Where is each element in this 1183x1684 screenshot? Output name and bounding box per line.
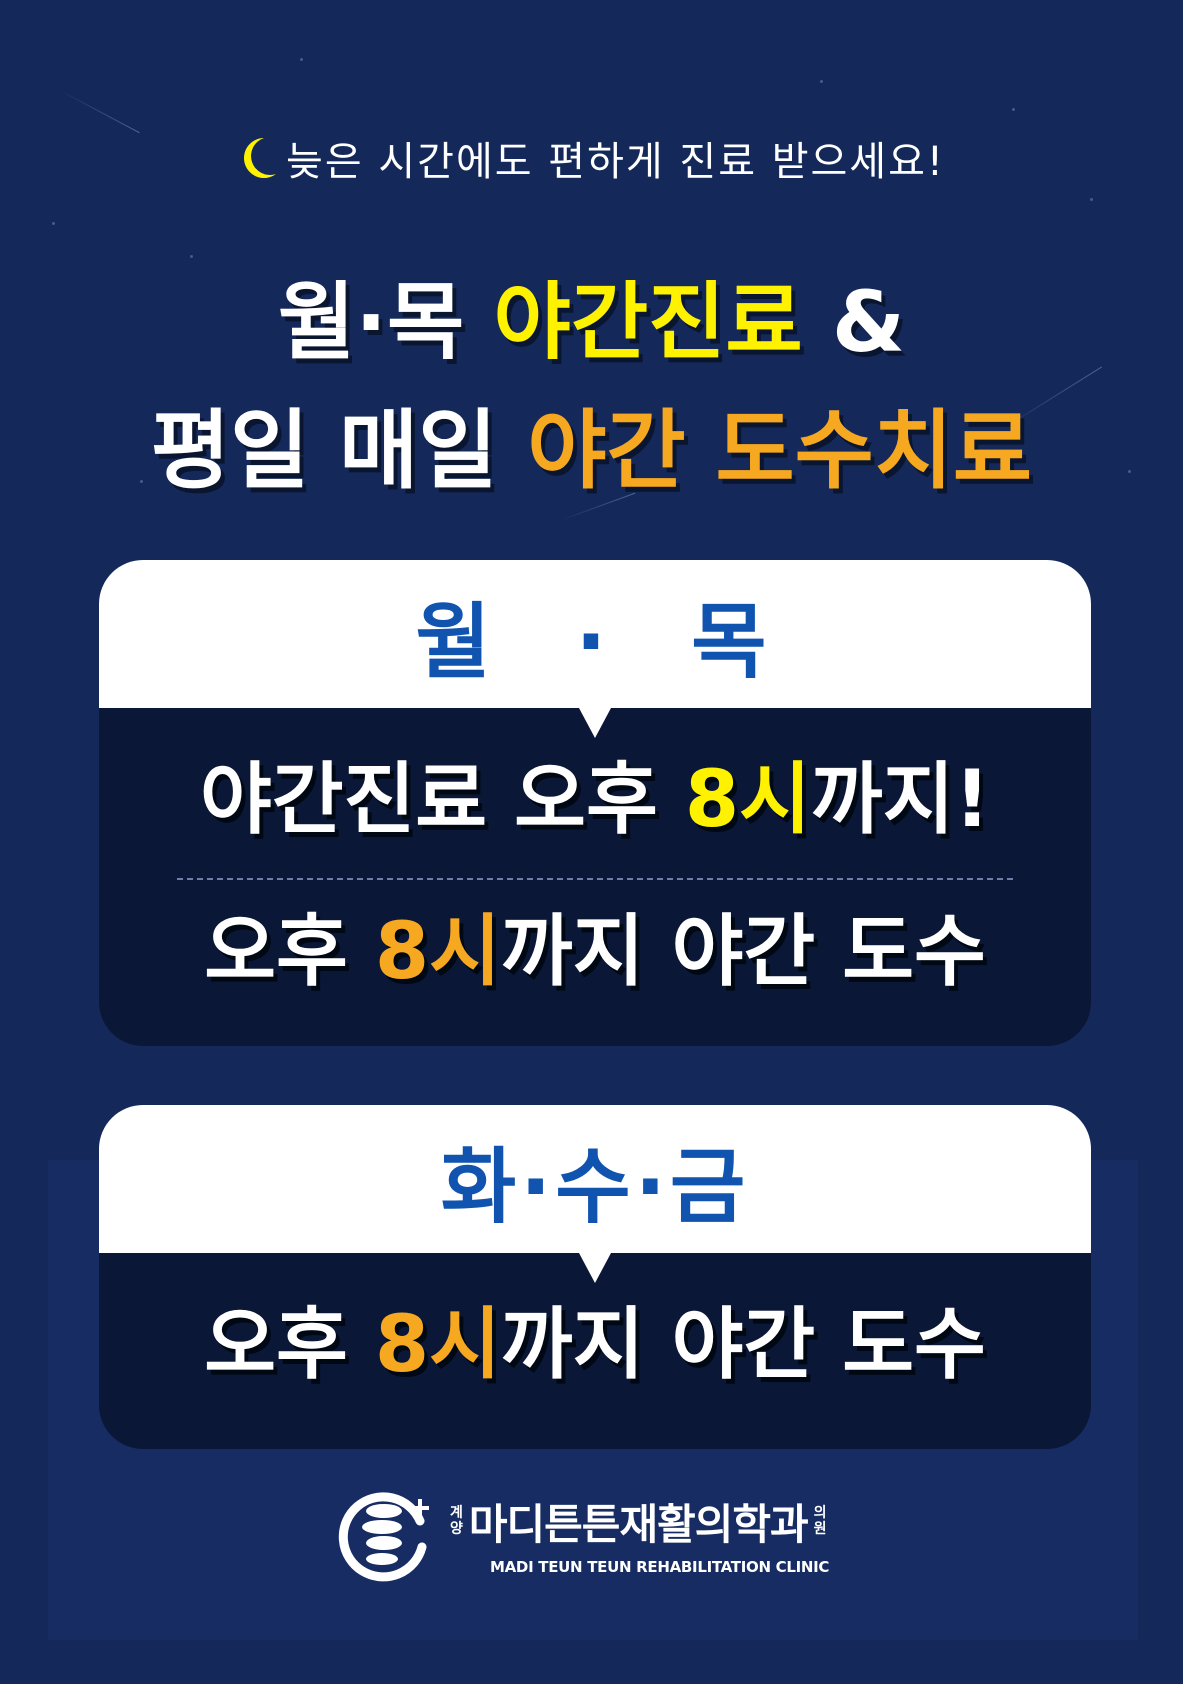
row-time: 8시 — [374, 1300, 501, 1390]
headline-line-1: 월·목 야간진료 & — [0, 255, 1183, 376]
manual-therapy-hours: 오후 8시까지 야간 도수 — [99, 1253, 1091, 1395]
row-text: 오후 — [204, 907, 375, 997]
logo-text: 계 양 마디튼튼재활의학과 의 원 MADI TEUN TEUN REHABIL… — [450, 1491, 829, 1576]
divider — [177, 878, 1013, 880]
logo-name-row: 계 양 마디튼튼재활의학과 의 원 — [450, 1491, 829, 1552]
clinic-name: 마디튼튼재활의학과 — [468, 1499, 809, 1549]
row-time: 8시 — [684, 755, 811, 845]
logo-prefix-top: 계 — [450, 1505, 463, 1521]
row-text-end: 까지 야간 도수 — [500, 1300, 986, 1390]
row-text: 오후 — [204, 1300, 375, 1390]
star — [1012, 108, 1015, 111]
speech-pointer — [579, 1253, 611, 1283]
star — [1128, 470, 1131, 473]
row-text-end: 까지! — [810, 755, 990, 845]
headline-night-manual-therapy: 야간 도수치료 — [527, 401, 1033, 501]
clinic-logo: 계 양 마디튼튼재활의학과 의 원 MADI TEUN TEUN REHABIL… — [332, 1478, 829, 1588]
star — [190, 255, 193, 258]
spine-logo-icon — [338, 1492, 429, 1582]
row-text: 야간진료 오후 — [199, 755, 685, 845]
shooting-star — [59, 90, 140, 134]
logo-prefix-bottom: 양 — [450, 1521, 463, 1537]
card-header: 화·수·금 — [99, 1105, 1091, 1253]
star — [140, 480, 143, 483]
headline-days: 월·목 — [277, 273, 494, 371]
subtitle-text: 늦은 시간에도 편하게 진료 받으세요! — [286, 139, 945, 185]
crescent-moon-icon — [244, 138, 277, 178]
card-body: 오후 8시까지 야간 도수 — [99, 1253, 1091, 1449]
card-days: 화·수·금 — [440, 1139, 750, 1235]
row-time: 8시 — [374, 907, 501, 997]
star — [1090, 198, 1093, 201]
logo-prefix: 계 양 — [450, 1505, 463, 1537]
card-body: 야간진료 오후 8시까지! 오후 8시까지 야간 도수 — [99, 708, 1091, 1046]
schedule-card-mon-thu: 월 · 목 야간진료 오후 8시까지! 오후 8시까지 야간 도수 — [99, 560, 1091, 1046]
card-days: 월 · 목 — [415, 594, 775, 690]
subtitle: 늦은 시간에도 편하게 진료 받으세요! — [0, 128, 1183, 188]
manual-therapy-hours: 오후 8시까지 야간 도수 — [99, 880, 1091, 1002]
headline-night-clinic: 야간진료 — [493, 273, 803, 371]
headline-ampersand: & — [802, 273, 906, 371]
logo-suffix-bottom: 원 — [813, 1521, 827, 1537]
star — [300, 58, 303, 61]
night-clinic-hours: 야간진료 오후 8시까지! — [99, 708, 1091, 850]
logo-suffix-top: 의 — [813, 1505, 827, 1521]
schedule-card-tue-wed-fri: 화·수·금 오후 8시까지 야간 도수 — [99, 1105, 1091, 1449]
star — [820, 80, 823, 83]
headline-weekdays: 평일 매일 — [150, 401, 528, 501]
speech-pointer — [579, 708, 611, 738]
star — [52, 222, 55, 225]
row-text-end: 까지 야간 도수 — [500, 907, 986, 997]
logo-suffix: 의 원 — [814, 1505, 827, 1537]
headline-line-2: 평일 매일 야간 도수치료 — [0, 380, 1183, 505]
clinic-english-name: MADI TEUN TEUN REHABILITATION CLINIC — [490, 1557, 830, 1576]
card-header: 월 · 목 — [99, 560, 1091, 708]
